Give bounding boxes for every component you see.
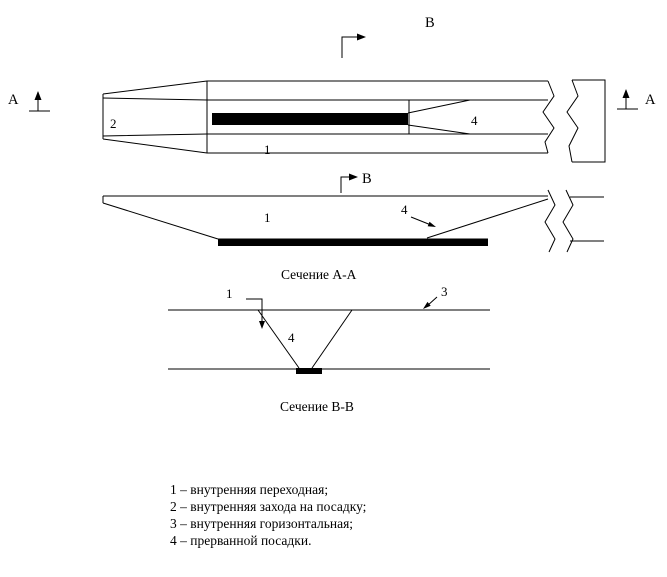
section-label-b-middle: В <box>362 171 372 187</box>
detached-piece-lines <box>562 189 604 253</box>
legend-item-2: 2 – внутренняя захода на посадку; <box>170 499 366 514</box>
callout-1: 1 <box>264 210 271 225</box>
arrow-right-icon <box>357 33 366 41</box>
legend-item-1: 1 – внутренняя переходная; <box>170 482 328 497</box>
section-cut-line <box>617 90 638 110</box>
arrow-up-icon <box>34 91 42 100</box>
arrow-up-icon <box>622 89 630 98</box>
weld-root-bar <box>296 368 322 374</box>
callout-2: 2 <box>110 116 117 131</box>
top-view-inner-lines <box>102 97 548 137</box>
section-mark-b-top: В <box>341 15 435 58</box>
top-view: 2 1 4 <box>102 79 606 163</box>
section-bb-caption: Сечение В-В <box>280 399 354 414</box>
arrow-right-icon <box>349 173 358 181</box>
section-mark-a-right: А <box>617 89 656 110</box>
arrow-icon <box>427 221 436 227</box>
section-mark-b-middle: В <box>340 171 372 193</box>
callout-4-leader <box>410 216 432 226</box>
weld-seam-bar <box>218 239 488 246</box>
legend-item-3: 3 – внутренняя горизонтальная; <box>170 516 353 531</box>
section-label-b-top: В <box>425 15 435 31</box>
detached-piece-outline <box>566 79 606 163</box>
weld-seam-bar <box>212 113 408 125</box>
callout-1: 1 <box>264 142 271 157</box>
side-view: 1 4 <box>102 189 604 253</box>
section-bb-view: 1 4 3 <box>168 284 490 374</box>
section-bb-lines <box>168 309 490 370</box>
side-view-outline <box>102 195 549 240</box>
section-cut-line <box>29 92 50 112</box>
section-cut-line <box>340 176 349 193</box>
section-label-a-right: А <box>645 92 656 108</box>
top-view-outline <box>102 80 548 154</box>
callout-4: 4 <box>401 202 408 217</box>
arrow-icon <box>423 301 431 309</box>
section-label-a-left: А <box>8 92 19 108</box>
legend: 1 – внутренняя переходная; 2 – внутрення… <box>170 482 366 548</box>
callout-4: 4 <box>288 330 295 345</box>
arrow-down-icon <box>259 321 265 329</box>
callout-3: 3 <box>441 284 448 299</box>
section-aa-caption: Сечение А-А <box>281 267 357 282</box>
legend-item-4: 4 – прерванной посадки. <box>170 533 311 548</box>
break-line <box>542 80 555 154</box>
callout-4: 4 <box>471 113 478 128</box>
section-mark-a-left: А <box>8 91 50 112</box>
callout-1-leader <box>246 298 263 322</box>
break-line <box>544 189 556 253</box>
section-cut-line <box>341 36 357 58</box>
callout-1: 1 <box>226 286 233 301</box>
